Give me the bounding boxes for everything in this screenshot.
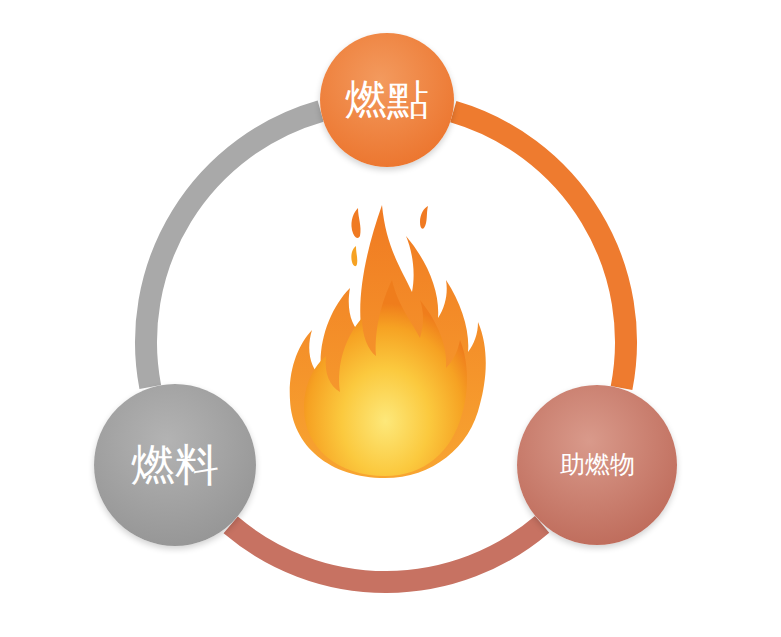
- node-label: 燃點: [345, 77, 429, 123]
- ring-arc: [146, 111, 321, 387]
- circle-node: 助燃物: [517, 385, 677, 545]
- flame: [290, 205, 486, 478]
- node-label: 燃料: [131, 441, 219, 489]
- node-label: 助燃物: [560, 451, 635, 479]
- ring-arc: [231, 524, 542, 582]
- circle-node: 燃點: [320, 33, 454, 167]
- circle-node: 燃料: [94, 384, 256, 546]
